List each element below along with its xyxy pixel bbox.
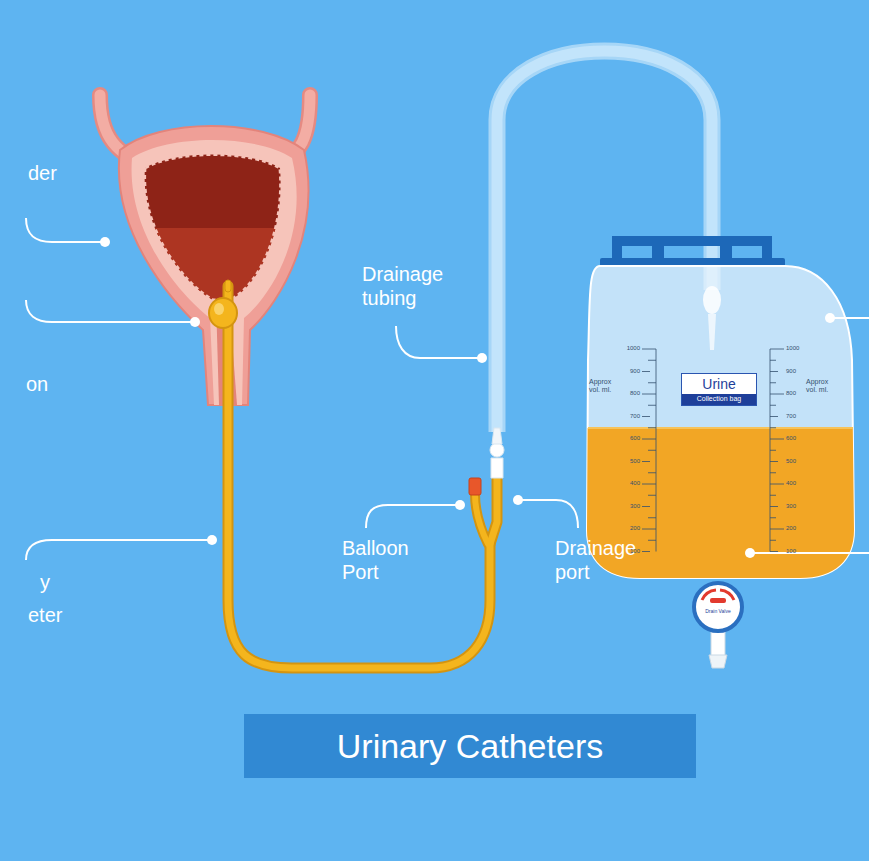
collection-bag [587, 266, 854, 578]
bladder [119, 126, 309, 405]
part-name: der [28, 161, 57, 185]
volume-scales [642, 349, 784, 552]
drain-valve [694, 583, 742, 668]
diagram-title: Urinary Catheters [337, 727, 603, 766]
scale-number: 800 [786, 390, 804, 397]
drainage-connector [490, 428, 504, 478]
scale-number: 300 [786, 503, 804, 510]
scale-number: 400 [786, 480, 804, 487]
scale-number: 500 [786, 458, 804, 465]
scale-number: 1000 [786, 345, 804, 352]
leader-lines [26, 218, 869, 560]
bag-hanger [600, 236, 785, 267]
scale-number: 300 [624, 503, 640, 510]
catheter-tip [225, 280, 231, 292]
scale-number: 100 [786, 548, 804, 555]
scale-unit: Approx vol. ml. [806, 378, 840, 393]
leader-dots [100, 237, 835, 558]
title-box [244, 714, 696, 778]
part-name: Drainage tubing [362, 262, 462, 310]
scale-unit: Approx vol. ml. [589, 378, 623, 393]
part-name: y [40, 570, 50, 594]
scale-number: 100 [624, 548, 640, 555]
bag-label-heading: Urine [682, 374, 756, 394]
bag-label-box: UrineCollection bag [681, 373, 757, 406]
scale-number: 400 [624, 480, 640, 487]
bag-label-band: Collection bag [682, 394, 756, 405]
valve-label: Drain Valve [698, 609, 738, 615]
scale-number: 500 [624, 458, 640, 465]
scale-number: 700 [786, 413, 804, 420]
scale-number: 200 [786, 525, 804, 532]
scale-number: 900 [624, 368, 640, 375]
scale-number: 1000 [624, 345, 640, 352]
part-name: eter [28, 603, 62, 627]
scale-number: 700 [624, 413, 640, 420]
scale-number: 200 [624, 525, 640, 532]
foley-catheter [228, 286, 497, 668]
scale-number: 900 [786, 368, 804, 375]
part-name: Drainage port [555, 536, 655, 584]
balloon [209, 298, 237, 328]
scale-number: 800 [624, 390, 640, 397]
part-name: on [26, 372, 48, 396]
balloon-highlight [214, 303, 224, 315]
balloon-port-cap [469, 478, 481, 495]
part-name: Balloon Port [342, 536, 432, 584]
scale-number: 600 [624, 435, 640, 442]
scale-number: 600 [786, 435, 804, 442]
